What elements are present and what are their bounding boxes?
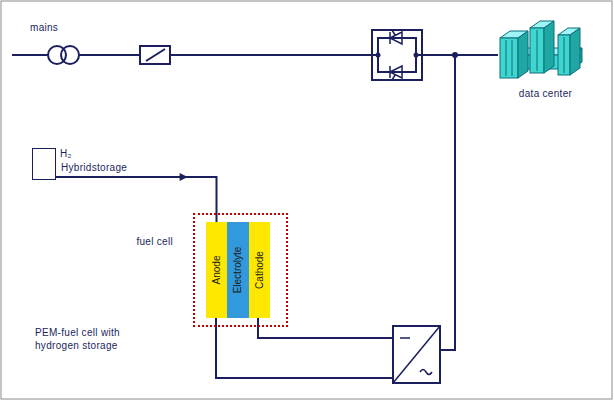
rectifier-bridge xyxy=(378,38,416,72)
wire xyxy=(216,318,393,378)
anode-layer: Anode xyxy=(206,222,227,318)
ac-symbol xyxy=(420,370,432,375)
node-sublabel: Hybridstorage xyxy=(61,162,127,174)
data-center-node: data center xyxy=(498,18,593,80)
switch-symbol xyxy=(146,49,165,61)
cathode-layer: Cathode xyxy=(249,222,270,318)
storage-box: H₂Hybridstorage xyxy=(32,148,56,180)
wire xyxy=(440,55,455,350)
layer-label: Electrolyte xyxy=(232,247,244,294)
transformer-symbol xyxy=(61,46,79,64)
layer-label: Cathode xyxy=(254,251,266,289)
inverter-symbol xyxy=(393,326,440,383)
wire xyxy=(79,54,140,56)
wire xyxy=(12,54,48,56)
wire xyxy=(258,318,393,338)
thyristor-symbol xyxy=(390,66,402,80)
wire xyxy=(170,54,372,56)
thyristor-symbol xyxy=(390,30,402,44)
fuel-cell-region: fuel cellAnodeElectrolyteCathode xyxy=(193,213,288,327)
node-label: fuel cell xyxy=(136,236,173,248)
dc-symbol xyxy=(400,337,410,339)
junction-dot xyxy=(376,53,381,58)
node-label: data center xyxy=(519,88,572,100)
electrolyte-layer: Electrolyte xyxy=(227,222,249,318)
rectifier-symbol xyxy=(372,30,422,80)
inverter-symbol xyxy=(393,326,440,383)
switch-symbol xyxy=(140,46,170,64)
node-label: H₂ xyxy=(60,148,72,160)
arrow-head xyxy=(180,173,188,181)
data-center-icon xyxy=(500,21,582,78)
junction-dot xyxy=(414,53,419,58)
caption-note: PEM-fuel cell with hydrogen storage xyxy=(35,326,145,352)
layer-label: Anode xyxy=(211,256,223,285)
junction-dot xyxy=(452,52,458,58)
mains-label: mains xyxy=(30,21,58,34)
